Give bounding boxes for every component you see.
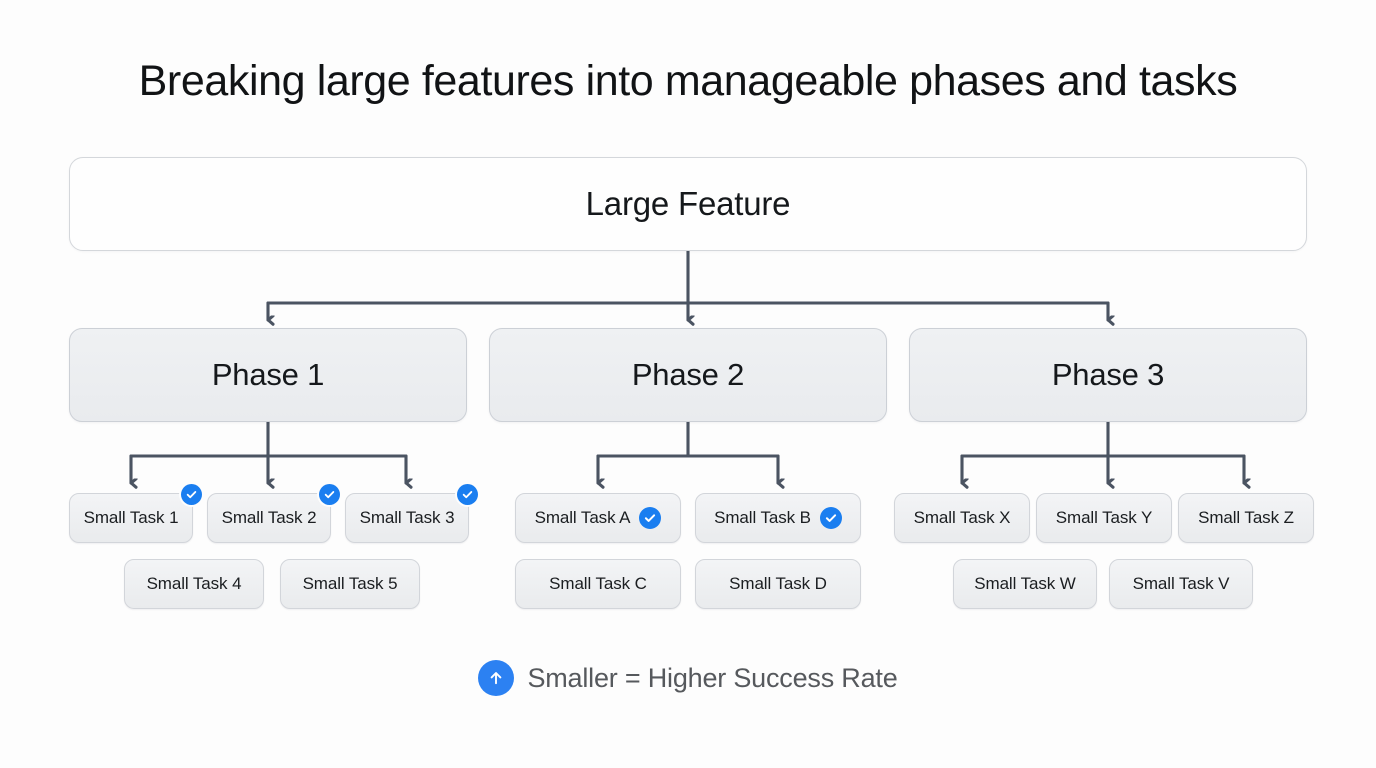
task-label: Small Task W (974, 574, 1076, 593)
task-label: Small Task 2 (221, 508, 317, 527)
task-small-task-v[interactable]: Small Task V (1109, 559, 1253, 609)
task-small-task-2[interactable]: Small Task 2 (207, 484, 340, 543)
node-phase-2[interactable]: Phase 2 (489, 328, 887, 422)
task-small-task-d[interactable]: Small Task D (695, 559, 861, 609)
node-large-feature[interactable]: Large Feature (69, 157, 1307, 251)
arrow-up-circle-icon (478, 660, 515, 696)
task-small-task-y[interactable]: Small Task Y (1036, 493, 1172, 543)
task-small-task-5[interactable]: Small Task 5 (280, 559, 420, 609)
task-label: Small Task D (729, 574, 827, 593)
task-label: Small Task 5 (302, 574, 398, 593)
task-label: Small Task A (534, 508, 631, 527)
check-badge-icon (319, 484, 340, 505)
task-small-task-c[interactable]: Small Task C (515, 559, 681, 609)
task-small-task-3[interactable]: Small Task 3 (345, 484, 478, 543)
phase-2-label: Phase 2 (631, 357, 745, 392)
task-label: Small Task X (913, 508, 1011, 527)
check-badge-icon (819, 507, 842, 529)
task-label: Small Task C (549, 574, 647, 593)
task-label: Small Task 4 (146, 574, 242, 593)
task-label: Small Task Z (1198, 508, 1294, 527)
node-phase-3[interactable]: Phase 3 (909, 328, 1307, 422)
task-small-task-4[interactable]: Small Task 4 (124, 559, 264, 609)
task-small-task-b[interactable]: Small Task B (695, 493, 861, 543)
task-small-task-1[interactable]: Small Task 1 (69, 484, 202, 543)
task-label: Small Task 3 (359, 508, 455, 527)
legend: Smaller = Higher Success Rate (0, 660, 1376, 696)
legend-label: Smaller = Higher Success Rate (527, 662, 898, 693)
check-badge-icon (181, 484, 202, 505)
node-phase-1[interactable]: Phase 1 (69, 328, 467, 422)
task-label: Small Task V (1132, 574, 1230, 593)
task-label: Small Task B (714, 508, 811, 527)
task-label: Small Task Y (1055, 508, 1153, 527)
task-small-task-w[interactable]: Small Task W (953, 559, 1097, 609)
task-small-task-x[interactable]: Small Task X (894, 493, 1030, 543)
large-feature-label: Large Feature (585, 185, 791, 222)
phase-3-label: Phase 3 (1051, 357, 1165, 392)
phase-1-label: Phase 1 (211, 357, 325, 392)
task-small-task-a[interactable]: Small Task A (515, 493, 681, 543)
check-badge-icon (457, 484, 478, 505)
task-label: Small Task 1 (83, 508, 179, 527)
page-title: Breaking large features into manageable … (138, 57, 1238, 105)
check-badge-icon (639, 507, 662, 529)
task-small-task-z[interactable]: Small Task Z (1178, 493, 1314, 543)
